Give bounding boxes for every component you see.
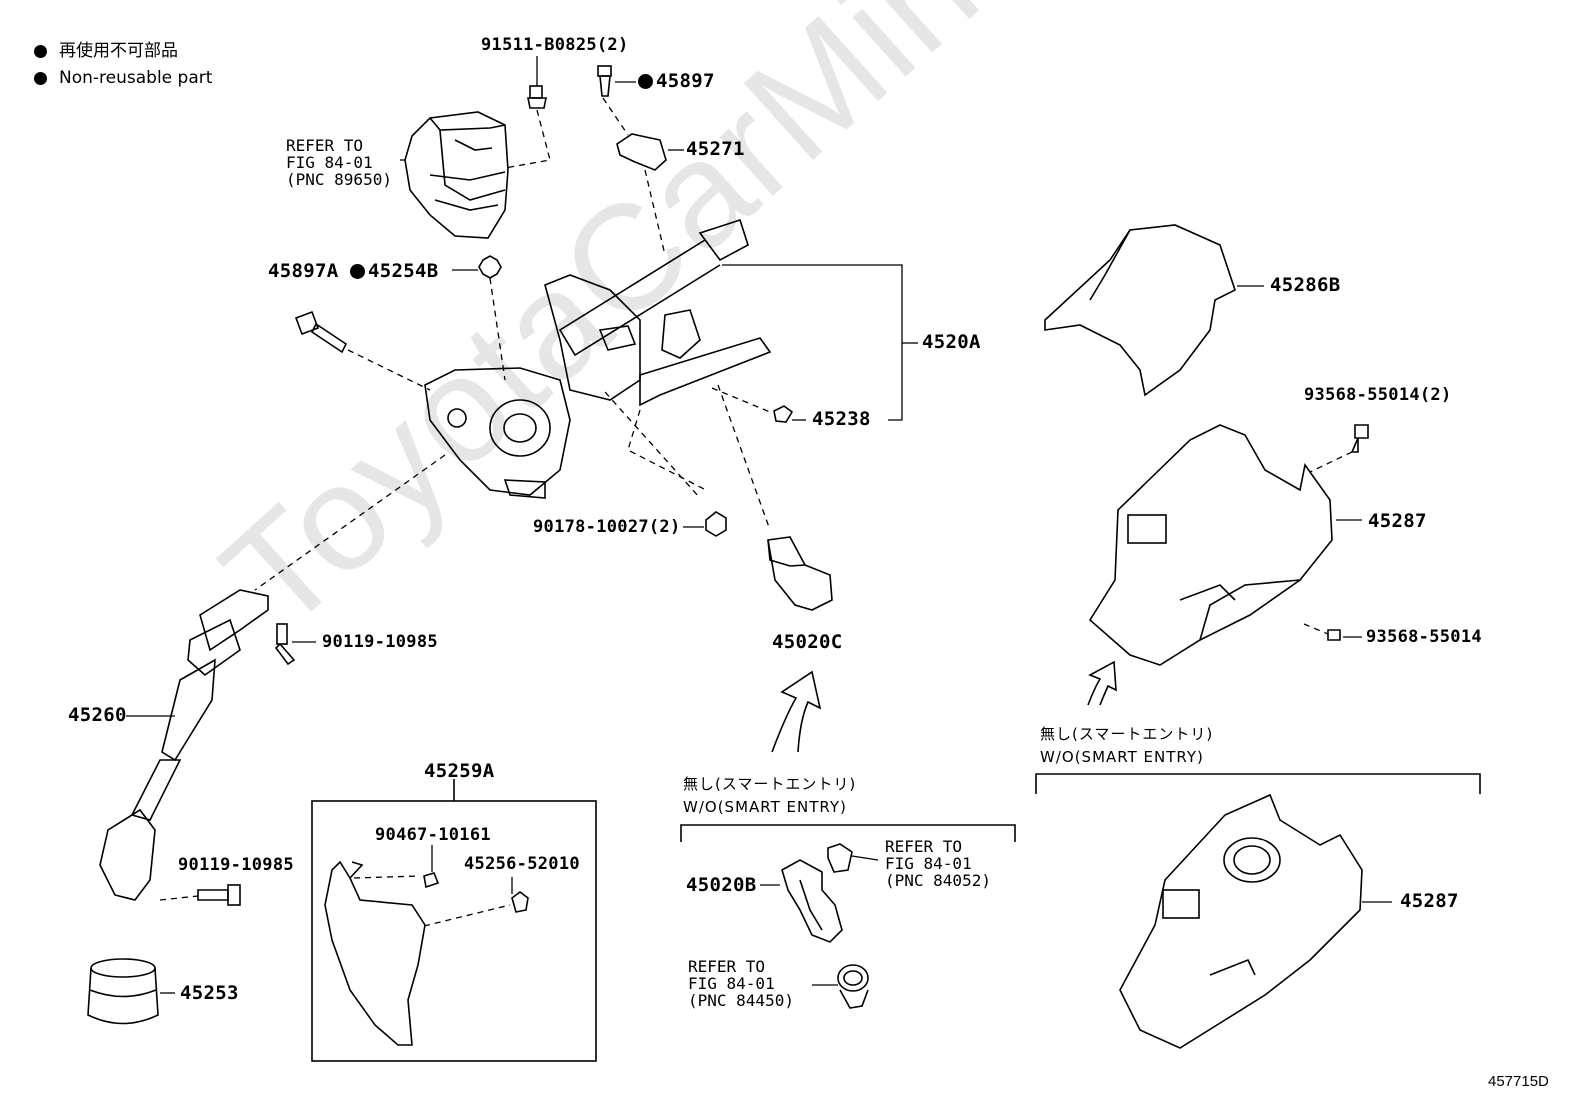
arrow-up-2	[1087, 660, 1117, 706]
switch-45020b-illustration	[781, 859, 843, 943]
bracket-w-o-smart-entry-1	[680, 824, 1016, 842]
note-jp-2: 無し(スマートエントリ)	[1040, 725, 1214, 743]
nut-90178-illustration	[705, 511, 727, 537]
combination-switch-illustration	[404, 111, 509, 239]
bracket-w-o-smart-entry-2	[1035, 773, 1481, 794]
label-4520a: 4520A	[922, 331, 981, 353]
label-45897a: 45897A	[268, 260, 339, 282]
label-45020c: 45020C	[772, 631, 843, 653]
screw-93568-2-illustration	[1350, 424, 1369, 453]
bolt-90119-bottom-illustration	[197, 884, 241, 906]
part-84052-illustration	[827, 843, 853, 873]
clip-45256-illustration	[511, 891, 529, 913]
shaft-45260-illustration	[99, 589, 269, 901]
label-90119-top: 90119-10985	[322, 632, 438, 652]
label-90178: 90178-10027(2)	[533, 517, 681, 537]
non-reusable-dot-icon	[34, 72, 47, 85]
label-45897: 45897	[638, 72, 715, 91]
part-84450-illustration	[837, 964, 869, 1009]
clip-90467-illustration	[423, 872, 440, 889]
label-91511: 91511-B0825(2)	[481, 35, 629, 55]
legend-en: Non-reusable part	[59, 68, 213, 88]
part-45238-illustration	[773, 405, 794, 423]
cover-45286b-illustration	[1044, 224, 1236, 397]
label-90467: 90467-10161	[375, 825, 491, 845]
switch-45020c-illustration	[767, 536, 833, 611]
cover-45287-bottom-illustration	[1119, 793, 1363, 1049]
screw-93568-illustration	[1327, 629, 1341, 641]
non-reusable-dot-icon	[34, 45, 47, 58]
non-reusable-dot-icon	[350, 264, 365, 279]
boot-45253-illustration	[87, 958, 159, 1025]
protector-45259a-illustration	[324, 860, 426, 1046]
arrow-up-1	[771, 670, 822, 753]
legend: 再使用不可部品 Non-reusable part	[34, 38, 212, 92]
refer-84052: REFER TO FIG 84-01 (PNC 84052)	[885, 837, 991, 890]
legend-jp: 再使用不可部品	[59, 41, 178, 61]
label-90119-bottom: 90119-10985	[178, 855, 294, 875]
label-45256: 45256-52010	[464, 854, 580, 874]
figure-id: 457715D	[1488, 1073, 1549, 1090]
note-en-1: W/O(SMART ENTRY)	[683, 798, 847, 816]
bolt-45897-illustration	[597, 65, 612, 97]
note-en-2: W/O(SMART ENTRY)	[1040, 748, 1204, 766]
part-45271-illustration	[616, 133, 667, 171]
refer-84450: REFER TO FIG 84-01 (PNC 84450)	[688, 957, 794, 1010]
label-45020b: 45020B	[686, 874, 757, 896]
bolt-90119-top-illustration	[274, 623, 296, 666]
label-45287-top: 45287	[1368, 510, 1427, 532]
note-jp-1: 無し(スマートエントリ)	[683, 775, 857, 793]
label-45253: 45253	[180, 982, 239, 1004]
label-45286b: 45286B	[1270, 274, 1341, 296]
cover-45287-top-illustration	[1088, 424, 1333, 666]
label-45238: 45238	[812, 408, 871, 430]
label-93568-2: 93568-55014(2)	[1304, 385, 1452, 405]
label-93568: 93568-55014	[1366, 627, 1482, 647]
refer-89650: REFER TO FIG 84-01 (PNC 89650)	[286, 136, 392, 189]
steering-column-illustration	[424, 218, 772, 499]
label-45287-bottom: 45287	[1400, 890, 1459, 912]
bolt-45897a-illustration	[294, 310, 348, 354]
non-reusable-dot-icon	[638, 74, 653, 89]
label-45259a: 45259A	[424, 760, 495, 782]
label-45260: 45260	[68, 704, 127, 726]
part-45254b-illustration	[478, 255, 502, 279]
label-45271: 45271	[686, 138, 745, 160]
label-45254b: 45254B	[350, 262, 438, 281]
bolt-91511-illustration	[527, 85, 547, 109]
